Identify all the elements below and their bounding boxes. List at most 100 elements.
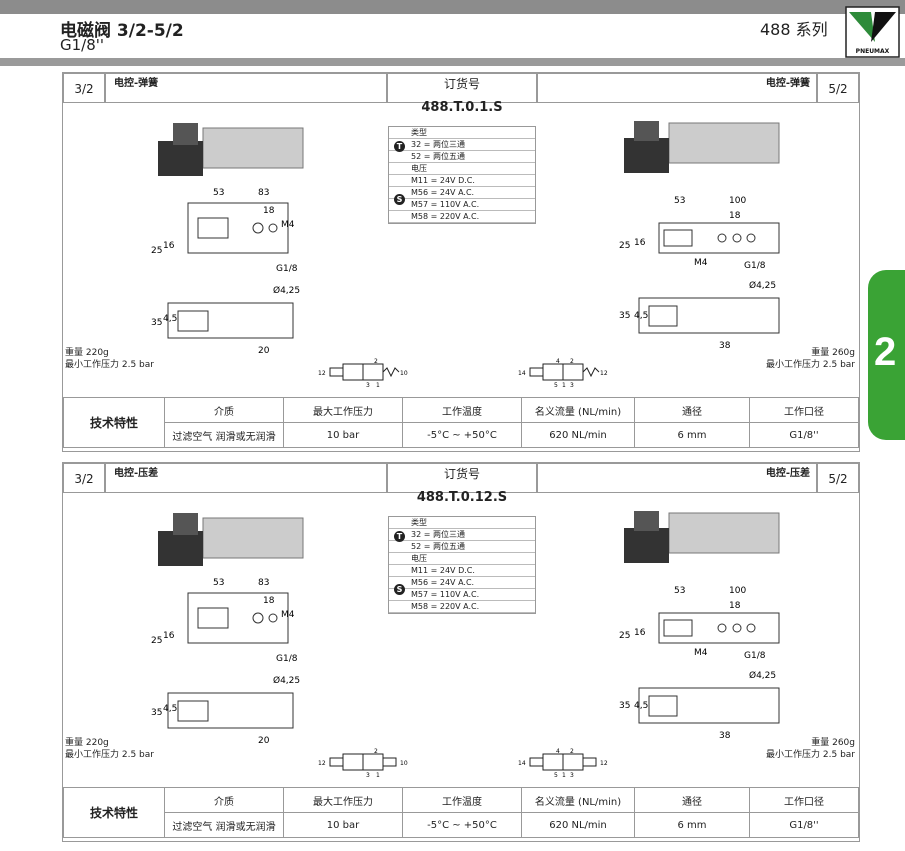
spec-value: -5°C ~ +50°C bbox=[402, 812, 522, 838]
dim: 53 bbox=[674, 586, 685, 596]
dim: 20 bbox=[258, 736, 270, 746]
dim: M4 bbox=[694, 258, 708, 268]
chapter-tab[interactable]: 2 bbox=[868, 270, 905, 440]
dim: 83 bbox=[258, 188, 269, 198]
dim: 4,5 bbox=[634, 701, 648, 711]
dim: 35 bbox=[151, 708, 162, 718]
chapter-number: 2 bbox=[874, 330, 897, 374]
type-marker-icon: T bbox=[394, 141, 405, 152]
left-valve-drawing: 53 83 18 M4 25 16 G1/8 35 4,5 Ø4,25 20 bbox=[151, 513, 304, 746]
voltage-option: M57 = 110V A.C. bbox=[389, 199, 535, 211]
svg-text:5: 5 bbox=[554, 772, 558, 778]
spec-header: 最大工作压力 bbox=[283, 397, 403, 423]
dim: 35 bbox=[619, 311, 630, 321]
spec-value: -5°C ~ +50°C bbox=[402, 422, 522, 448]
voltage-option: M11 = 24V D.C. bbox=[389, 175, 535, 187]
dim: Ø4,25 bbox=[273, 675, 300, 686]
product-section-differential: 3/2 电控-压差 订货号 电控-压差 5/2 488.T.0.12.S 类型 … bbox=[62, 462, 860, 842]
dim: 25 bbox=[619, 631, 630, 641]
spec-value: 6 mm bbox=[634, 422, 750, 448]
dim: 16 bbox=[163, 631, 175, 641]
voltage-option: M57 = 110V A.C. bbox=[389, 589, 535, 601]
dim: G1/8 bbox=[744, 651, 766, 661]
dim: 35 bbox=[619, 701, 630, 711]
left-min-pressure: 最小工作压力 2.5 bar bbox=[65, 360, 154, 370]
left-section-title: 电控-压差 bbox=[105, 463, 387, 493]
spec-value: 620 NL/min bbox=[521, 812, 635, 838]
svg-text:3: 3 bbox=[570, 772, 574, 778]
svg-text:2: 2 bbox=[374, 358, 378, 365]
right-section-title: 电控-压差 bbox=[537, 463, 817, 493]
dim: 100 bbox=[729, 586, 746, 596]
dim: Ø4,25 bbox=[749, 280, 776, 291]
spec-header: 名义流量 (NL/min) bbox=[521, 787, 635, 813]
left-section-title: 电控-弹簧 bbox=[105, 73, 387, 103]
svg-text:12: 12 bbox=[600, 760, 608, 767]
dim: 18 bbox=[729, 211, 741, 221]
header-divider bbox=[0, 58, 905, 66]
dim: 18 bbox=[729, 601, 741, 611]
svg-text:1: 1 bbox=[562, 772, 566, 778]
dim: M4 bbox=[694, 648, 708, 658]
spec-title: 技术特性 bbox=[63, 397, 165, 448]
spec-value: 过滤空气 润滑或无润滑 bbox=[164, 422, 284, 448]
svg-text:2: 2 bbox=[570, 748, 574, 755]
left-valve-drawing: 53 83 18 M4 25 16 G1/8 35 4,5 Ø4,25 20 bbox=[151, 123, 304, 356]
svg-text:3: 3 bbox=[570, 382, 574, 388]
type-marker-icon: T bbox=[394, 531, 405, 542]
top-bar bbox=[0, 0, 905, 14]
spec-value: 10 bar bbox=[283, 812, 403, 838]
right-pneumatic-symbol: 14 12 4 2 5 1 3 bbox=[518, 358, 608, 388]
right-valve-code: 5/2 bbox=[817, 73, 859, 103]
spec-table: 技术特性 介质 最大工作压力 工作温度 名义流量 (NL/min) 通径 工作口… bbox=[63, 787, 859, 838]
svg-text:10: 10 bbox=[400, 370, 408, 377]
type-option: 32 = 两位三通 bbox=[389, 529, 535, 541]
right-section-title: 电控-弹簧 bbox=[537, 73, 817, 103]
dim: 18 bbox=[263, 596, 275, 606]
spec-header: 工作口径 bbox=[749, 397, 859, 423]
voltage-label: 电压 bbox=[389, 163, 535, 175]
dim: 25 bbox=[151, 246, 162, 256]
page-title: 电磁阀 3/2-5/2 bbox=[60, 21, 184, 41]
left-min-pressure: 最小工作压力 2.5 bar bbox=[65, 750, 154, 760]
spec-value: 6 mm bbox=[634, 812, 750, 838]
spec-header: 工作温度 bbox=[402, 787, 522, 813]
dim: Ø4,25 bbox=[273, 285, 300, 296]
dim: 25 bbox=[619, 241, 630, 251]
spec-table: 技术特性 介质 最大工作压力 工作温度 名义流量 (NL/min) 通径 工作口… bbox=[63, 397, 859, 448]
svg-text:2: 2 bbox=[374, 748, 378, 755]
right-valve-drawing: 53 100 18 25 16 M4 G1/8 Ø4,25 35 4,5 38 bbox=[619, 511, 780, 741]
spec-title: 技术特性 bbox=[63, 787, 165, 838]
dim: 18 bbox=[263, 206, 275, 216]
dim: 4,5 bbox=[634, 311, 648, 321]
spec-header: 通径 bbox=[634, 787, 750, 813]
dim: G1/8 bbox=[276, 264, 298, 274]
order-label: 订货号 bbox=[387, 463, 537, 493]
spec-header: 名义流量 (NL/min) bbox=[521, 397, 635, 423]
spec-header: 通径 bbox=[634, 397, 750, 423]
left-valve-code: 3/2 bbox=[63, 463, 105, 493]
dim: 16 bbox=[163, 241, 175, 251]
dim: 4,5 bbox=[163, 704, 177, 714]
voltage-option: M58 = 220V A.C. bbox=[389, 211, 535, 223]
svg-text:4: 4 bbox=[556, 748, 560, 755]
spec-header: 工作口径 bbox=[749, 787, 859, 813]
svg-text:12: 12 bbox=[318, 370, 326, 377]
voltage-option: M58 = 220V A.C. bbox=[389, 601, 535, 613]
svg-text:3: 3 bbox=[366, 382, 370, 388]
voltage-marker-icon: S bbox=[394, 584, 405, 595]
svg-text:1: 1 bbox=[376, 772, 380, 778]
right-valve-code: 5/2 bbox=[817, 463, 859, 493]
svg-text:10: 10 bbox=[400, 760, 408, 767]
type-label: 类型 bbox=[389, 517, 535, 529]
right-min-pressure: 最小工作压力 2.5 bar bbox=[766, 360, 855, 370]
dim: 16 bbox=[634, 628, 646, 638]
right-weight: 重量 260g bbox=[811, 348, 855, 358]
right-pneumatic-symbol: 14 12 4 2 5 1 3 bbox=[518, 748, 608, 778]
dim: 20 bbox=[258, 346, 270, 356]
series-label: 488 系列 bbox=[760, 20, 828, 39]
svg-text:12: 12 bbox=[600, 370, 608, 377]
order-number: 488.T.0.1.S bbox=[421, 100, 503, 115]
dim: 100 bbox=[729, 196, 746, 206]
left-pneumatic-symbol: 12 10 2 3 1 bbox=[318, 358, 408, 388]
